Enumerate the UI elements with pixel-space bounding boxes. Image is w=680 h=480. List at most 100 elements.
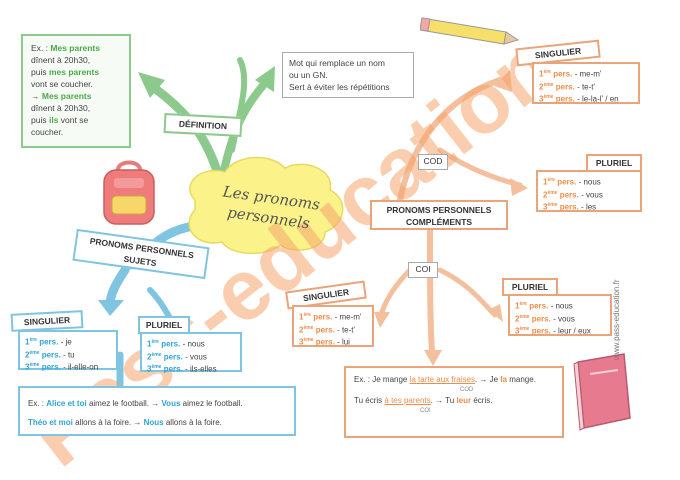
person-label: pers.	[315, 337, 335, 347]
person-number: 1	[543, 177, 548, 187]
person-suffix: ère	[547, 177, 555, 183]
person-label: pers.	[531, 314, 551, 324]
example-pronoun: la	[500, 375, 507, 384]
person-number: 1	[299, 312, 304, 322]
green-arrowhead-right	[255, 66, 275, 92]
orange-branch-coi-right	[437, 267, 498, 318]
example-text: allons à la foire.	[165, 418, 222, 427]
example-caption: COD	[460, 387, 474, 393]
person-row: 2ème pers. - tu	[25, 348, 111, 361]
example-text: Tu écris	[354, 396, 383, 405]
person-label: pers.	[161, 339, 181, 349]
person-row: 1ère pers. - je	[25, 335, 111, 348]
example-line: dînent à 20h30,	[31, 103, 91, 113]
person-suffix: ème	[543, 94, 554, 101]
definition-line: Sert à éviter les répétitions	[289, 82, 390, 92]
person-number: 1	[147, 339, 152, 349]
pronoun-value: - vous	[553, 314, 575, 324]
orange-branch-coi-left	[377, 267, 413, 321]
definition-line: Mot qui remplace un nom	[289, 58, 385, 68]
person-number: 2	[543, 190, 548, 200]
orange-arrowhead-coi-left	[374, 312, 390, 328]
person-number: 1	[539, 69, 544, 79]
person-label: pers.	[559, 202, 579, 212]
person-number: 3	[543, 202, 548, 212]
person-number: 3	[515, 326, 520, 336]
pronoun-value: - vous	[581, 190, 603, 200]
pronoun-value: - ils-elles	[185, 364, 217, 374]
person-number: 3	[539, 94, 544, 104]
person-label: pers.	[315, 325, 335, 335]
blue-branch-down	[105, 265, 130, 310]
definition-example-box: Ex. : Mes parents dînent à 20h30, puis m…	[21, 34, 131, 148]
example-object: la tarte aux fraises	[409, 375, 475, 384]
person-row: 1ère pers. - me-m'	[299, 310, 367, 323]
person-suffix: ème	[303, 337, 314, 344]
example-subject: Alice et toi	[46, 399, 87, 408]
person-label: pers.	[163, 364, 183, 374]
orange-arrowhead-cod-2	[510, 178, 528, 196]
person-row: 2ème pers. - vous	[147, 350, 235, 363]
definition-tag: DÉFINITION	[163, 112, 243, 138]
example-text: aimez le football. →	[88, 399, 160, 408]
person-row: 3ème pers. - leur / eux	[515, 324, 605, 337]
person-label: pers.	[555, 82, 575, 92]
person-row: 1ère pers. - nous	[543, 175, 635, 188]
person-suffix: ère	[303, 312, 311, 318]
orange-branch-cod	[397, 77, 503, 203]
pronoun-value: - vous	[185, 352, 207, 362]
person-number: 2	[147, 352, 152, 362]
example-prefix: Ex. :	[28, 399, 45, 408]
definition-line: ou un GN.	[289, 70, 328, 80]
example-line: vont se	[60, 115, 89, 125]
example-text: écris.	[473, 396, 493, 405]
book-icon	[573, 353, 631, 431]
example-caption: COI	[420, 408, 431, 414]
person-suffix: ème	[547, 202, 558, 209]
example-text: allons à la foire. →	[75, 418, 142, 427]
person-label: pers.	[531, 326, 551, 336]
person-label: pers.	[313, 312, 333, 322]
person-number: 2	[299, 325, 304, 335]
person-label: pers.	[557, 177, 577, 187]
person-label: pers.	[39, 337, 59, 347]
pronoun-value: - me-m'	[574, 69, 602, 79]
subjects-example-box: Ex. : Alice et toi aimez le football. → …	[18, 386, 296, 436]
pronoun-value: - lui	[337, 337, 350, 347]
person-number: 1	[515, 301, 520, 311]
green-branch-mid	[229, 57, 248, 153]
example-line: puis	[31, 115, 47, 125]
example-prefix: Ex. : Je mange	[354, 375, 408, 384]
person-suffix: ère	[519, 301, 527, 307]
example-text: . → Je	[474, 375, 499, 384]
cod-label: COD	[418, 154, 448, 170]
pronoun-value: - te-t'	[337, 325, 356, 335]
example-line: dînent à 20h30,	[31, 55, 91, 65]
pronoun-value: - je	[60, 337, 72, 347]
example-subject: Théo et moi	[28, 418, 73, 427]
complements-tag-line2: COMPLÉMENTS	[405, 217, 473, 227]
person-label: pers.	[163, 352, 183, 362]
example-pronoun: Vous	[161, 399, 181, 408]
pencil-icon	[420, 17, 520, 45]
cod-singulier-box: 1ère pers. - me-m' 2ème pers. - te-t' 3è…	[532, 62, 640, 104]
person-suffix: ème	[29, 349, 40, 356]
example-text: . → Tu	[430, 396, 455, 405]
coi-singulier-box: 1ère pers. - me-m' 2ème pers. - te-t' 3è…	[292, 305, 374, 347]
center-cloud	[188, 156, 344, 255]
example-text: mange.	[509, 375, 536, 384]
person-label: pers.	[41, 350, 61, 360]
example-prefix: Ex. :	[31, 43, 49, 53]
side-url: www.pass-education.fr	[612, 279, 621, 360]
example-line: coucher.	[31, 127, 64, 137]
orange-arrowhead-cod	[494, 70, 512, 92]
person-suffix: ème	[303, 324, 314, 331]
pronoun-value: - nous	[182, 339, 205, 349]
pronoun-value: - les	[581, 202, 597, 212]
person-label: pers.	[555, 94, 575, 104]
person-suffix: ème	[543, 81, 554, 88]
example-row: Ex. : Je mange la tarte aux fraises. → J…	[354, 374, 554, 386]
subjects-singulier-box: 1ère pers. - je 2ème pers. - tu 3ème per…	[18, 330, 118, 372]
person-row: 3ème pers. - ils-elles	[147, 362, 235, 375]
pronoun-value: - te-t'	[577, 82, 596, 92]
